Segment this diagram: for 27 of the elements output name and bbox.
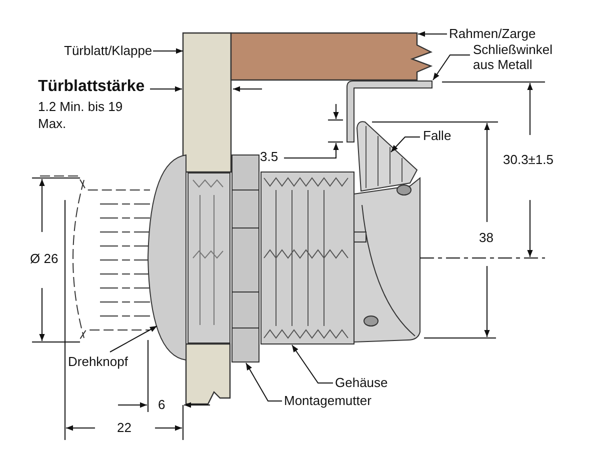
dimension-value: 6	[158, 397, 166, 412]
dimension-value: 38	[479, 230, 494, 245]
dimension-value: 30.3±1.5	[503, 152, 554, 167]
dimension-value: Ø 26	[30, 251, 58, 266]
leader-line	[246, 362, 282, 402]
mounting-nut-drawing	[232, 154, 260, 362]
door-panel	[182, 32, 232, 405]
part-label: Schließwinkel aus Metall	[473, 42, 573, 72]
frame-drawing	[230, 32, 433, 81]
part-label: Türblatt/Klappe	[64, 43, 152, 58]
leader-line	[418, 31, 448, 37]
leader-line	[152, 48, 184, 54]
part-label: Drehknopf	[68, 354, 128, 369]
part-label: Rahmen/Zarge	[449, 26, 536, 41]
leader-line	[432, 54, 470, 80]
dimension-note: 1.2 Min. bis 19 Max.	[38, 98, 124, 132]
dimension-value: 22	[117, 420, 132, 435]
dimension-value: 3.5	[260, 149, 278, 164]
part-label: Falle	[423, 128, 452, 143]
dimension-title: Türblattstärke	[38, 78, 145, 96]
leader-line	[110, 326, 158, 352]
part-label: Montagemutter	[284, 393, 372, 408]
leader-line	[390, 136, 420, 152]
latch-drawing	[356, 121, 418, 192]
leader-line	[292, 344, 334, 384]
part-label: Gehäuse	[335, 375, 388, 390]
housing-drawing	[260, 172, 420, 344]
